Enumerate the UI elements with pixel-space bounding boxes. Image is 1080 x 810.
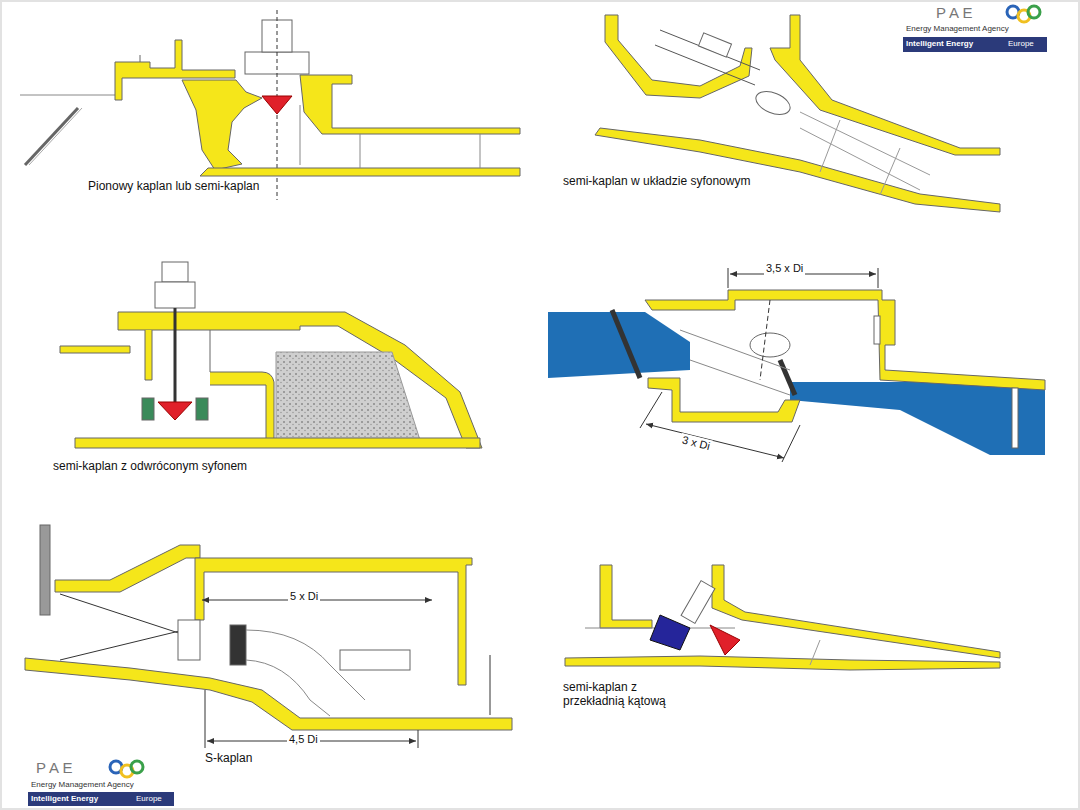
vertical-kaplan-section <box>20 10 520 200</box>
panel-caption: Pionowy kaplan lub semi-kaplan <box>88 180 259 194</box>
inverted-siphon-section <box>60 262 482 448</box>
angle-gear-kaplan-section <box>565 565 1000 670</box>
logo-band-text: Europe <box>1008 39 1034 48</box>
logo-band-text: Europe <box>136 794 162 803</box>
dimension-label: 3,5 x Di <box>764 262 805 275</box>
dimension-label: 5 x Di <box>288 590 320 603</box>
logo-text: P A E <box>936 4 972 21</box>
logo-text: P A E <box>36 759 72 776</box>
panel-caption: semi-kaplan z odwróconym syfonem <box>53 460 247 474</box>
logo-subtitle: Energy Management Agency <box>906 24 1009 33</box>
panel-caption: S-kaplan <box>205 752 252 766</box>
logo-band-text: Intelligent Energy <box>31 794 98 803</box>
pae-logo-top <box>903 6 1047 52</box>
inclined-kaplan-section <box>548 268 1045 462</box>
logo-subtitle: Energy Management Agency <box>31 780 134 789</box>
s-kaplan-section <box>25 525 512 748</box>
dimension-label: 3 x Di <box>679 433 713 453</box>
logo-band-text: Intelligent Energy <box>906 39 973 48</box>
panel-caption: semi-kaplan z przekładnią kątową <box>563 681 693 709</box>
panel-caption: semi-kaplan w układzie syfonowym <box>563 175 750 189</box>
dimension-label: 4,5 Di <box>287 733 320 746</box>
